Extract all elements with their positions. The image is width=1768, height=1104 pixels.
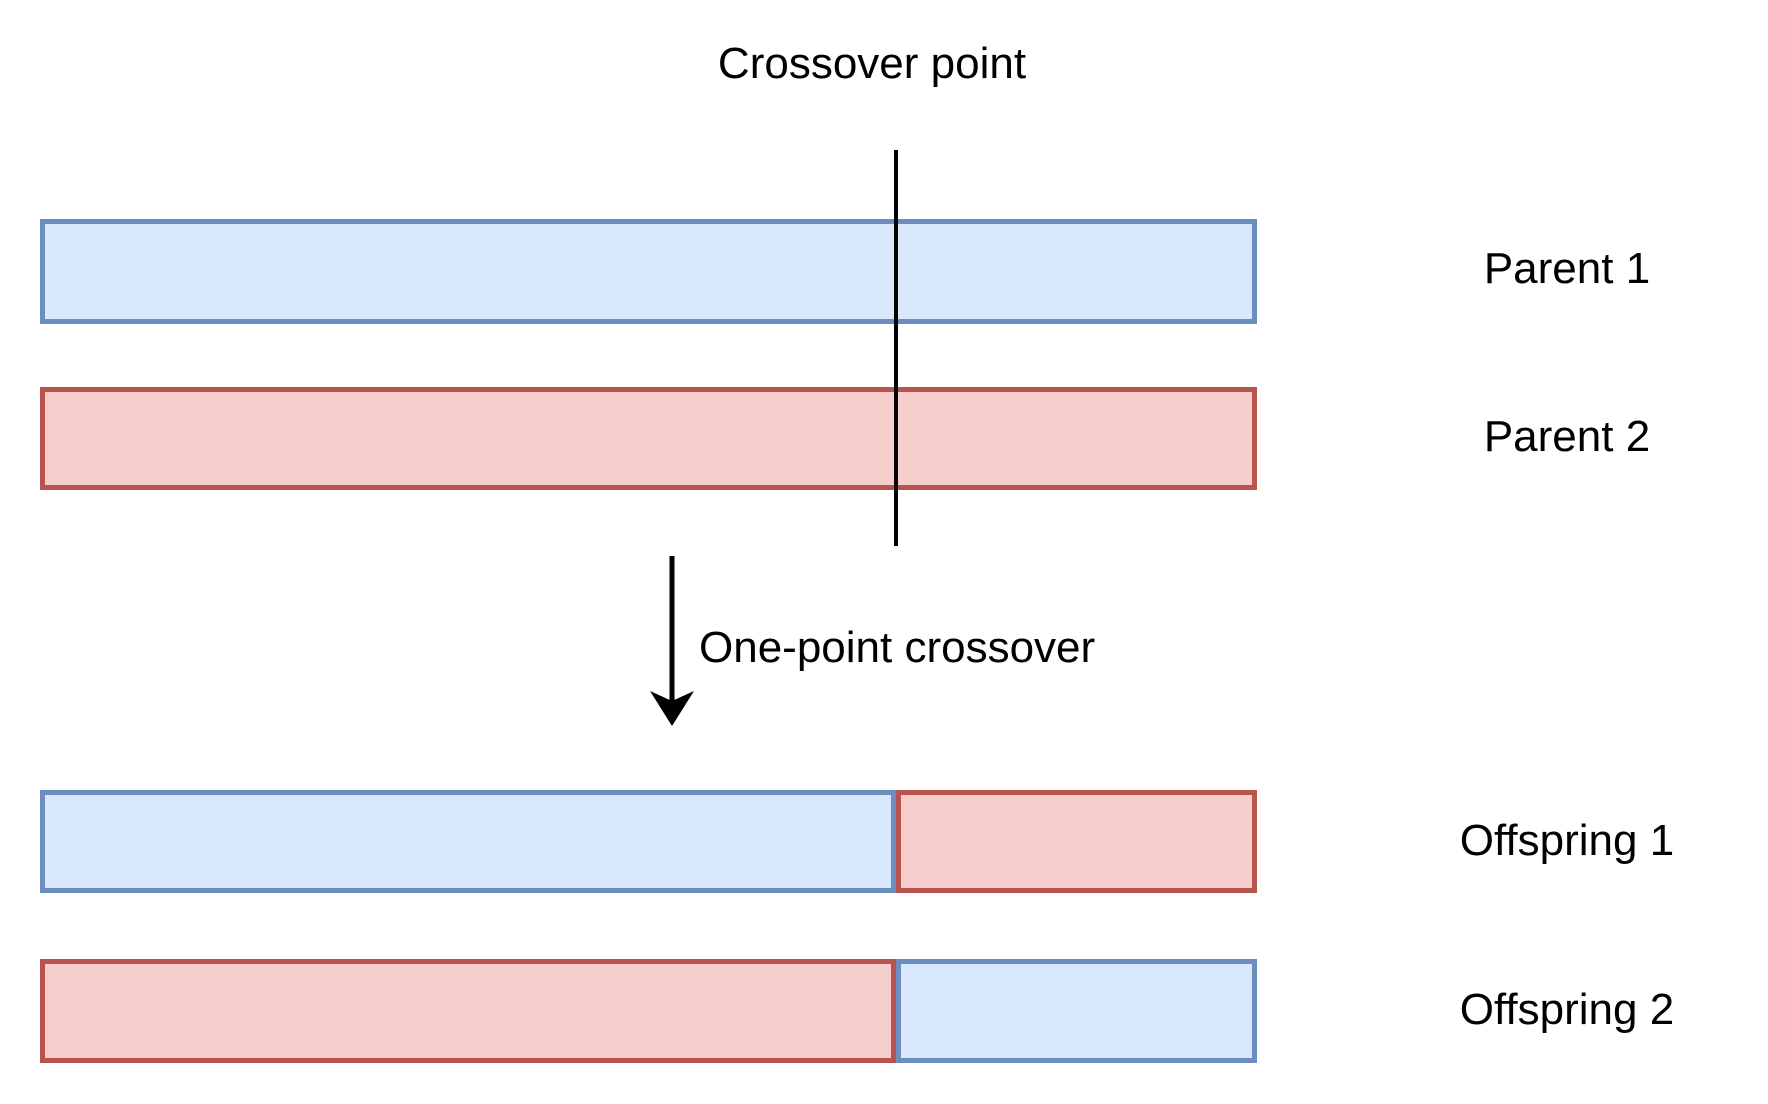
offspring-2-blue-segment <box>896 959 1257 1063</box>
offspring-1-red-segment <box>896 790 1257 893</box>
offspring-2-label: Offspring 2 <box>1459 985 1675 1034</box>
one-point-crossover-arrow <box>650 556 694 726</box>
offspring-1-blue-segment <box>40 790 896 893</box>
arrow-head-icon <box>650 691 694 726</box>
parent-1-bar <box>40 219 1257 324</box>
parent-1-label: Parent 1 <box>1483 244 1651 293</box>
crossover-point-title: Crossover point <box>717 39 1027 88</box>
offspring-2-red-segment <box>40 959 896 1063</box>
parent-2-bar <box>40 387 1257 490</box>
one-point-crossover-label: One-point crossover <box>699 623 1096 672</box>
parent-2-label: Parent 2 <box>1483 412 1651 461</box>
offspring-1-label: Offspring 1 <box>1459 816 1675 865</box>
